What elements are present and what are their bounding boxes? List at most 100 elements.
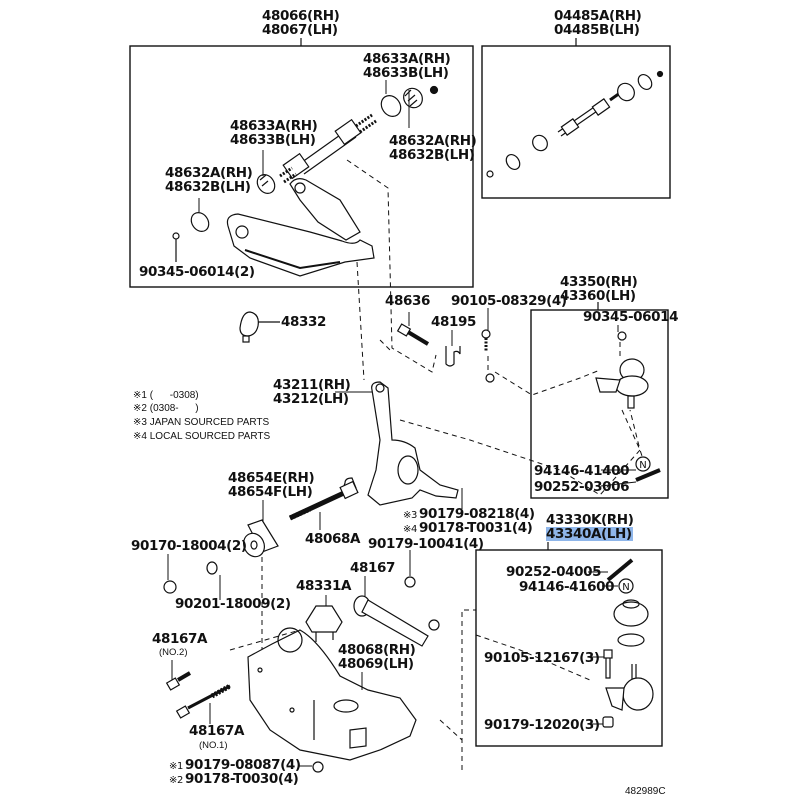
bump-stopper-drawing xyxy=(239,311,280,343)
label-knuckle[interactable]: 43211(RH) 43212(LH) xyxy=(273,377,351,407)
part-number-rh: 48633A(RH) xyxy=(230,118,318,134)
part-number: 90178-T0031(4) xyxy=(418,520,533,536)
label-90179-12020[interactable]: 90179-12020(3) xyxy=(484,717,600,733)
note-ref-mark: ※1 xyxy=(169,761,183,772)
part-number-lh: 48632B(LH) xyxy=(165,179,251,195)
label-48632-right[interactable]: 48632A(RH) 48632B(LH) xyxy=(389,133,477,163)
label-48195[interactable]: 48195 xyxy=(431,314,476,330)
upper-ball-joint-drawing xyxy=(595,331,661,482)
label-48331A[interactable]: 48331A xyxy=(296,578,352,594)
nut-ring-icon-lower: N xyxy=(622,582,629,593)
label-48332[interactable]: 48332 xyxy=(281,314,326,330)
part-number: 90178-T0030(4) xyxy=(184,771,299,787)
upper-arm-kit-frame xyxy=(481,45,671,199)
part-number-rh: 48068(RH) xyxy=(338,642,416,658)
note-4: ※4 LOCAL SOURCED PARTS xyxy=(133,430,270,443)
part-number: 90179-08218(4) xyxy=(418,506,535,522)
label-90179-10041[interactable]: 90179-10041(4) xyxy=(368,536,484,552)
part-number-lh: 48633B(LH) xyxy=(363,65,449,81)
upper-arm-kit-drawing xyxy=(486,70,664,178)
note-1: ※1 ( -0308) xyxy=(133,389,199,402)
label-48068A[interactable]: 48068A xyxy=(305,531,361,547)
label-48636[interactable]: 48636 xyxy=(385,293,430,309)
note-mark: ※4 xyxy=(133,431,147,442)
label-48633-left[interactable]: 48633A(RH) 48633B(LH) xyxy=(230,118,318,148)
label-bushing[interactable]: 48654E(RH) 48654F(LH) xyxy=(228,470,315,500)
label-90252-03006[interactable]: 90252-03006 xyxy=(534,479,630,495)
note-text: (0308- ) xyxy=(149,403,199,414)
label-upper-arm-assy[interactable]: 48066(RH) 48067(LH) xyxy=(262,8,340,38)
figure-id: 482989C xyxy=(625,786,666,797)
upper-arm-drawing xyxy=(172,85,439,277)
part-number-lh: 43360(LH) xyxy=(560,288,636,304)
note-2: ※2 (0308- ) xyxy=(133,402,199,415)
label-94146-41400[interactable]: 94146-41400 xyxy=(534,463,630,479)
bushing-drawing xyxy=(163,480,416,594)
part-number-lh: 04485B(LH) xyxy=(554,22,640,38)
label-48167[interactable]: 48167 xyxy=(350,560,395,576)
note-ref-mark: ※2 xyxy=(169,775,183,786)
part-number: 90179-08087(4) xyxy=(184,757,301,773)
group-frames xyxy=(129,38,671,747)
part-number: 48167A xyxy=(189,723,245,739)
part-number-rh: 43211(RH) xyxy=(273,377,351,393)
part-number-rh: 48633A(RH) xyxy=(363,51,451,67)
lower-ball-joint-frame xyxy=(475,549,663,747)
label-48167A-no2[interactable]: 48167A xyxy=(152,632,207,646)
label-90345-06014-upper-bj[interactable]: 90345-06014 xyxy=(583,309,679,325)
part-number-lh: 48632B(LH) xyxy=(389,147,475,163)
steering-knuckle-drawing xyxy=(341,381,459,506)
label-90105-12167[interactable]: 90105-12167(3) xyxy=(484,650,600,666)
lower-arm-drawing xyxy=(247,627,417,761)
stopper-bracket-drawing xyxy=(305,595,440,647)
label-94146-41600[interactable]: 94146-41600 xyxy=(519,579,615,595)
label-90201-18009[interactable]: 90201-18009(2) xyxy=(175,596,291,612)
part-number: 48167A xyxy=(152,631,208,647)
note-3: ※3 JAPAN SOURCED PARTS xyxy=(133,416,269,429)
part-number-rh: 04485A(RH) xyxy=(554,8,642,24)
note-text: JAPAN SOURCED PARTS xyxy=(149,417,270,428)
label-90345-06014-2[interactable]: 90345-06014(2) xyxy=(139,264,255,280)
note-ref-mark: ※4 xyxy=(403,524,417,535)
label-48632-left[interactable]: 48632A(RH) 48632B(LH) xyxy=(165,165,253,195)
label-upper-arm-kit[interactable]: 04485A(RH) 04485B(LH) xyxy=(554,8,642,38)
label-48167A-no1[interactable]: 48167A xyxy=(189,724,244,738)
lower-ball-joint-drawing xyxy=(602,558,654,728)
label-90170-18004[interactable]: 90170-18004(2) xyxy=(131,538,247,554)
label-90252-04005[interactable]: 90252-04005 xyxy=(506,564,602,580)
label-48167A-no1-sub: (NO.1) xyxy=(199,740,228,751)
note-mark: ※3 xyxy=(133,417,147,428)
upper-ball-joint-frame xyxy=(530,309,669,499)
nut-ring-icon-upper: N xyxy=(639,460,646,471)
note-mark: ※2 xyxy=(133,403,147,414)
label-leaders xyxy=(167,80,637,767)
note-text: LOCAL SOURCED PARTS xyxy=(149,431,271,442)
label-lower-arm[interactable]: 48068(RH) 48069(LH) xyxy=(338,642,416,672)
part-number-rh: 48066(RH) xyxy=(262,8,340,24)
label-90105-08329[interactable]: 90105-08329(4) xyxy=(451,293,567,309)
part-number-rh: 48632A(RH) xyxy=(389,133,477,149)
part-number-rh: 48654E(RH) xyxy=(228,470,315,486)
note-ref-mark: ※3 xyxy=(403,510,417,521)
camber-bolt-drawing xyxy=(396,323,495,383)
part-number-rh: 43330K(RH) xyxy=(546,512,634,528)
part-number-rh: 43350(RH) xyxy=(560,274,638,290)
part-number-lh: 48069(LH) xyxy=(338,656,414,672)
part-number-rh: 48632A(RH) xyxy=(165,165,253,181)
label-48633-upper[interactable]: 48633A(RH) 48633B(LH) xyxy=(363,51,451,81)
note-mark: ※1 xyxy=(133,390,147,401)
part-number-lh: 48633B(LH) xyxy=(230,132,316,148)
part-number-lh: 48654F(LH) xyxy=(228,484,313,500)
part-number-lh: 48067(LH) xyxy=(262,22,338,38)
label-lower-ball-joint[interactable]: 43330K(RH) 43340A(LH) xyxy=(546,512,634,542)
part-number-lh: 43212(LH) xyxy=(273,391,349,407)
part-number-lh-highlighted: 43340A(LH) xyxy=(546,526,634,542)
note-text: ( -0308) xyxy=(149,390,199,401)
label-upper-ball-joint[interactable]: 43350(RH) 43360(LH) xyxy=(560,274,638,304)
